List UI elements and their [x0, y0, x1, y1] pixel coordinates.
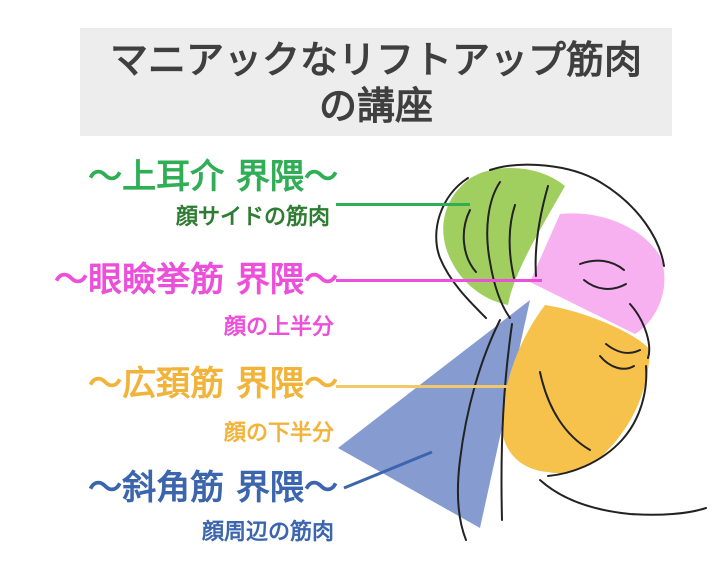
face-line-art — [435, 163, 707, 541]
label-heading-scalene: 〜斜角筋 界隈〜 — [88, 468, 338, 508]
platysma-upper-region-yellow — [501, 305, 650, 474]
title-line-1: マニアックなリフトアップ筋肉 — [109, 38, 642, 82]
title-line-2: の講座 — [318, 84, 433, 128]
connector-pink — [336, 279, 542, 282]
label-sub-levator: 顔の上半分 — [223, 315, 334, 340]
label-sub-platysma: 顔の下半分 — [223, 421, 334, 446]
connector-green — [336, 203, 470, 206]
label-sub-auricularis: 顔サイドの筋肉 — [175, 205, 330, 230]
connector-yellow — [336, 385, 508, 388]
label-heading-platysma: 〜広頚筋 界隈〜 — [88, 364, 338, 404]
label-heading-levator: 〜眼瞼挙筋 界隈〜 — [54, 260, 338, 300]
title-box: マニアックなリフトアップ筋肉 の講座 — [80, 28, 672, 136]
label-sub-scalene: 顔周辺の筋肉 — [201, 520, 334, 545]
label-heading-auricularis: 〜上耳介 界隈〜 — [88, 157, 338, 197]
